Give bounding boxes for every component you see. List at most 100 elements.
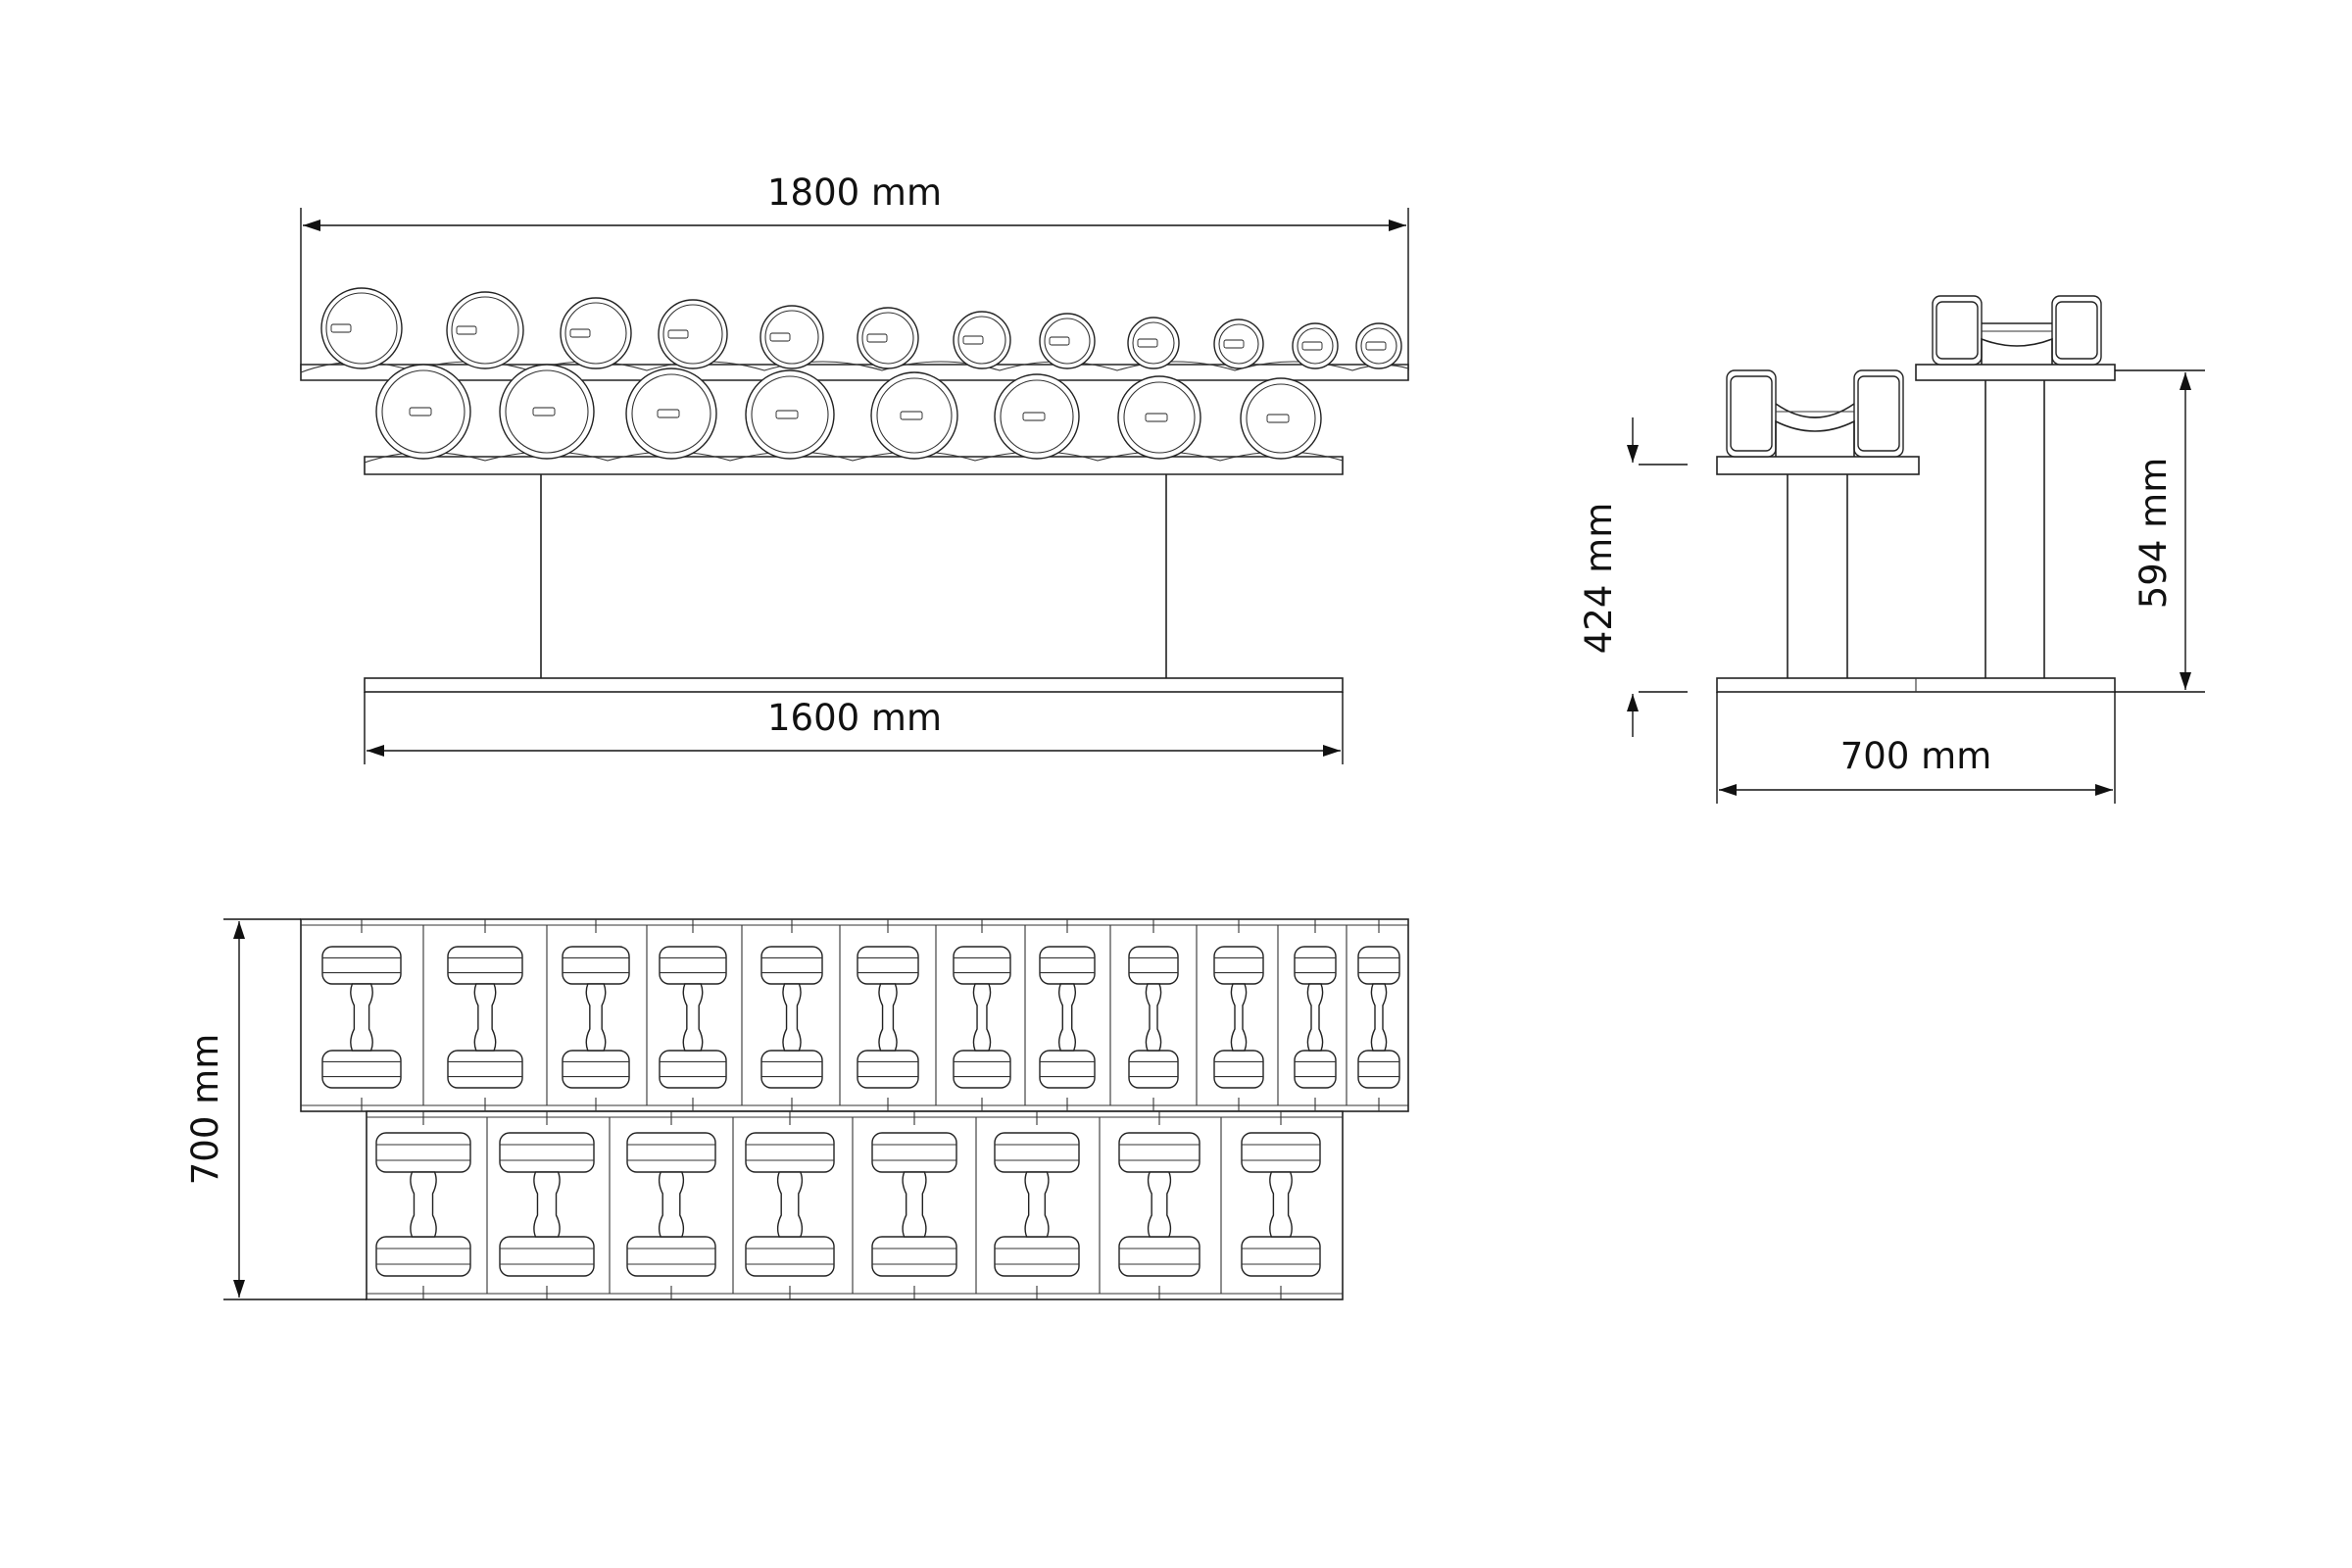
top-view: 700 mm (184, 918, 1409, 1300)
dumbbell-end-rim (957, 316, 1006, 365)
dumbbell-end-rim (764, 310, 819, 365)
dumbbell-head (1241, 1132, 1321, 1173)
upper-dumbbell-ends (320, 287, 1402, 369)
weight-label-plate (1049, 336, 1070, 346)
weight-label-plate (1266, 414, 1290, 423)
dumbbell-head (447, 1050, 523, 1089)
dumbbell-handle (776, 1171, 804, 1238)
top-lower-dumbbells (375, 1111, 1321, 1299)
weight-label-plate (1301, 341, 1323, 351)
dumbbell-handle (658, 1171, 685, 1238)
dumbbell-head (994, 1236, 1080, 1277)
dumbbell-head (1213, 946, 1264, 985)
dumbbell-head (1213, 1050, 1264, 1089)
front-frame (364, 474, 1344, 693)
dumbbell-handle (682, 983, 704, 1052)
weight-label-plate (409, 407, 432, 416)
dumbbell-handle (410, 1171, 437, 1238)
dumbbell-head (1128, 1050, 1179, 1089)
dim-front-top-width: 1800 mm (300, 172, 1409, 370)
weight-label-plate (775, 410, 799, 419)
dumbbell-head (321, 946, 402, 985)
dumbbell-head (1294, 946, 1337, 985)
weight-label-plate (657, 409, 680, 418)
weight-label-plate (569, 328, 591, 338)
lower-dumbbell-ends (375, 364, 1322, 460)
side-dumbbell-high (1932, 295, 2102, 366)
dumbbell-head (626, 1236, 716, 1277)
dumbbell-end-rim (1297, 327, 1334, 365)
dumbbell-head (760, 1050, 823, 1089)
dumbbell-end-rim (325, 292, 398, 365)
dumbbell-end-rim (564, 302, 627, 365)
weight-label-plate (1223, 339, 1245, 349)
dumbbell-handle (1230, 983, 1248, 1052)
dim-label-1600: 1600 mm (767, 697, 942, 739)
dumbbell-handle (782, 983, 802, 1052)
weight-label-plate (667, 329, 689, 339)
dumbbell-head (1128, 946, 1179, 985)
dumbbell-head (1118, 1236, 1200, 1277)
weight-label-plate (900, 411, 923, 420)
dumbbell-head (321, 1050, 402, 1089)
dumbbell-head (375, 1236, 471, 1277)
dim-top-depth: 700 mm (184, 918, 367, 1300)
dim-label-700-side: 700 mm (1840, 735, 1991, 777)
dim-label-1800: 1800 mm (767, 172, 942, 214)
dumbbell-end (446, 291, 524, 369)
weight-label-plate (962, 335, 984, 345)
dumbbell-head (375, 1132, 471, 1173)
dumbbell-head (562, 946, 630, 985)
dumbbell-head (953, 946, 1011, 985)
dumbbell-handle (473, 983, 497, 1052)
dumbbell-head (447, 946, 523, 985)
dumbbell-head (857, 946, 919, 985)
dumbbell-head (760, 946, 823, 985)
upper-shelf (300, 287, 1409, 381)
weight-label-plate (532, 407, 556, 416)
dumbbell-handle (1269, 1171, 1293, 1238)
dumbbell-end (658, 299, 728, 369)
dumbbell-handle (1024, 1171, 1050, 1238)
dumbbell-handle (1306, 983, 1324, 1052)
weight-label-plate (1137, 338, 1158, 348)
weight-label-plate (1022, 412, 1046, 421)
dumbbell-head (871, 1132, 957, 1173)
weight-label-plate (866, 333, 888, 343)
dim-label-424: 424 mm (1578, 503, 1620, 654)
dumbbell-head (659, 946, 727, 985)
dumbbell-end-rim (1132, 321, 1175, 365)
dumbbell-handle (350, 983, 373, 1052)
dumbbell-end (560, 297, 632, 369)
dumbbell-head (745, 1236, 835, 1277)
dumbbell-head (745, 1132, 835, 1173)
dumbbell-head (1357, 1050, 1400, 1089)
dumbbell-end-rim (1246, 383, 1316, 454)
dumbbell-head (626, 1132, 716, 1173)
dumbbell-head (562, 1050, 630, 1089)
dumbbell-head (1357, 946, 1400, 985)
dim-label-594: 594 mm (2132, 458, 2175, 609)
dumbbell-handle (1057, 983, 1077, 1052)
dumbbell-end-rim (876, 377, 953, 454)
dumbbell-head (1039, 946, 1096, 985)
dumbbell-head (499, 1236, 595, 1277)
dumbbell-handle (902, 1171, 927, 1238)
dim-side-low-height: 424 mm (1578, 417, 1688, 737)
dim-side-depth: 700 mm (1716, 692, 2116, 804)
dumbbell-head (994, 1132, 1080, 1173)
dumbbell-end-rim (451, 296, 519, 365)
dumbbell-handle (585, 983, 607, 1052)
dumbbell-end-rim (1123, 381, 1196, 454)
weight-label-plate (330, 323, 352, 333)
dumbbell-end-rim (631, 373, 711, 454)
dim-side-high-height: 594 mm (2115, 369, 2205, 693)
dumbbell-head (953, 1050, 1011, 1089)
lower-shelf (364, 364, 1344, 475)
dumbbell-end-rim (751, 375, 829, 454)
dumbbell-head (1294, 1050, 1337, 1089)
dumbbell-end-rim (381, 369, 466, 454)
dumbbell-end-rim (662, 304, 723, 365)
dumbbell-end (857, 307, 919, 369)
dumbbell-head (871, 1236, 957, 1277)
